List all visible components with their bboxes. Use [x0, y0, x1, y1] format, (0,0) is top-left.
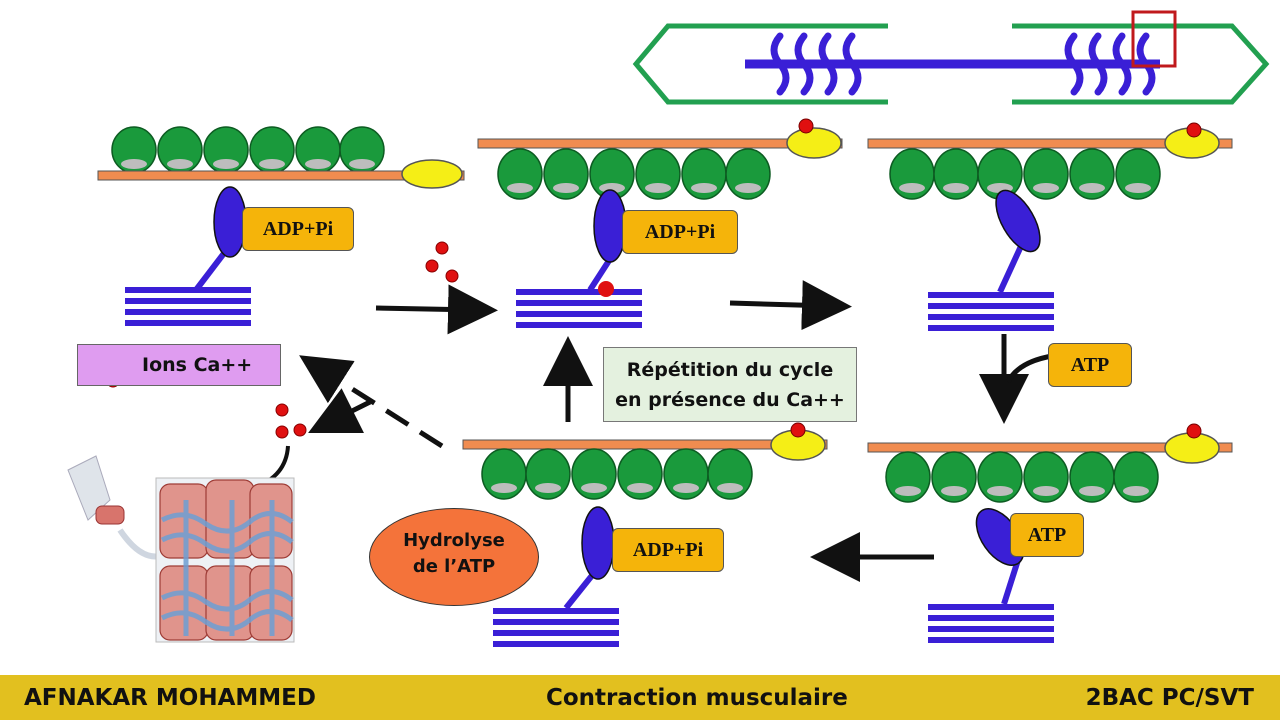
- adp-pi-label-1: ADP+Pi: [242, 207, 354, 251]
- stage-2-binding: [477, 118, 843, 328]
- ions-label: Ions Ca++: [142, 354, 253, 376]
- sarcomere-schematic: [632, 10, 1270, 105]
- footer-level: 2BAC PC/SVT: [1085, 685, 1254, 711]
- adp-pi-label-2: ADP+Pi: [622, 210, 738, 254]
- hydrolysis-line-1: Hydrolyse: [403, 530, 505, 551]
- repeat-line-2: en présence du Ca++: [615, 389, 845, 411]
- diagram-canvas: [67, 10, 1270, 647]
- adp-pi-label-3: ADP+Pi: [612, 528, 724, 572]
- calcium-ions: [93, 241, 459, 439]
- stage-3-power-stroke: [867, 122, 1233, 331]
- repeat-line-1: Répétition du cycle: [626, 359, 834, 381]
- calcium-ions-box: Ions Ca++: [77, 344, 281, 386]
- atp-side-label: ATP: [1048, 343, 1132, 387]
- cycle-arrows: [214, 280, 1053, 582]
- stage-5-hydrolysis: [462, 422, 828, 647]
- footer-bar: AFNAKAR MOHAMMED Contraction musculaire …: [0, 675, 1280, 720]
- footer-title: Contraction musculaire: [546, 685, 848, 711]
- hydrolysis-line-2: de l’ATP: [412, 556, 496, 577]
- footer-author: AFNAKAR MOHAMMED: [24, 685, 316, 711]
- zoom-highlight-box: [1131, 10, 1177, 68]
- muscle-fiber-illustration: [67, 455, 295, 643]
- contraction-cycle-diagram: ADP+Pi ADP+Pi ADP+Pi ATP ATP Ions Ca++ R…: [67, 10, 1270, 647]
- atp-bound-label: ATP: [1010, 513, 1084, 557]
- stage-1-rest: [97, 126, 465, 326]
- cycle-repeat-box: Répétition du cycle en présence du Ca++: [603, 347, 857, 422]
- atp-hydrolysis-ellipse: Hydrolyse de l’ATP: [369, 508, 539, 606]
